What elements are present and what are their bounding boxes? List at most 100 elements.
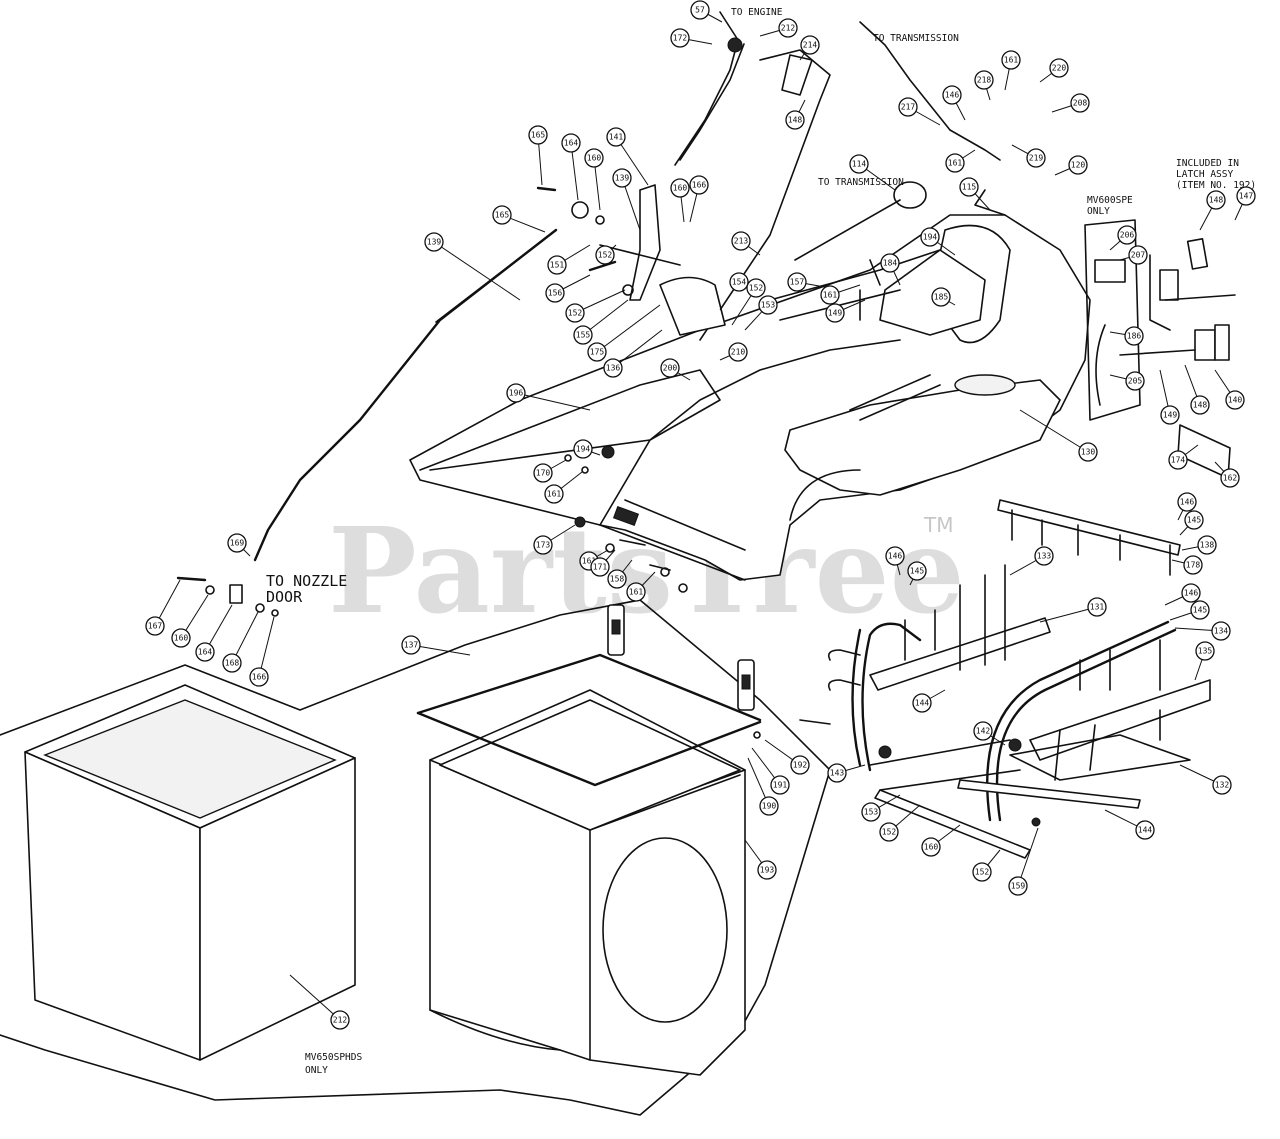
part-number: 213: [734, 237, 749, 246]
part-number: 185: [934, 293, 949, 302]
part-callout-142: 142: [973, 721, 993, 741]
part-callout-205: 205: [1125, 371, 1145, 391]
part-number: 146: [1180, 498, 1195, 507]
part-number: 170: [536, 469, 551, 478]
part-number: 161: [823, 291, 838, 300]
part-callout-184: 184: [880, 253, 900, 273]
leader-line: [410, 644, 471, 656]
part-callout-161: 161: [626, 582, 646, 602]
note-to-transmission-mid: TO TRANSMISSION: [818, 177, 904, 188]
part-callout-161: 161: [1001, 50, 1021, 70]
part-number: 152: [975, 868, 990, 877]
part-number: 160: [924, 843, 939, 852]
part-callout-146: 146: [1177, 492, 1197, 512]
part-number: 148: [788, 116, 803, 125]
part-callout-132: 132: [1212, 775, 1232, 795]
part-number: 152: [598, 251, 613, 260]
part-number: 186: [1127, 332, 1142, 341]
open-bag-box: [24, 684, 356, 1061]
right-latch-parts: [1084, 219, 1236, 479]
note-included-1: INCLUDED IN: [1176, 158, 1239, 169]
part-callout-151: 151: [547, 255, 567, 275]
part-number: 57: [695, 6, 705, 15]
part-number: 207: [1131, 251, 1146, 260]
part-callout-178: 178: [1183, 555, 1203, 575]
part-callout-144: 144: [1135, 820, 1155, 840]
part-callout-152: 152: [565, 303, 585, 323]
part-number: 166: [692, 181, 707, 190]
part-number: 161: [582, 557, 597, 566]
part-callout-153: 153: [758, 295, 778, 315]
part-callout-171: 171: [590, 557, 610, 577]
part-callout-134: 134: [1211, 621, 1231, 641]
part-callout-158: 158: [607, 569, 627, 589]
part-number: 160: [673, 184, 688, 193]
part-callout-145: 145: [1190, 600, 1210, 620]
note-model-600-2: ONLY: [1087, 206, 1110, 217]
part-number: 114: [852, 160, 867, 169]
part-number: 148: [1193, 401, 1208, 410]
note-model-650-2: ONLY: [305, 1065, 328, 1076]
part-callout-152: 152: [879, 822, 899, 842]
note-to-transmission-top: TO TRANSMISSION: [873, 33, 959, 44]
part-number: 146: [888, 552, 903, 561]
leader-line: [1019, 409, 1089, 453]
part-number: 219: [1029, 154, 1044, 163]
part-number: 190: [762, 802, 777, 811]
part-number: 160: [587, 154, 602, 163]
part-number: 155: [576, 331, 591, 340]
part-callout-165: 165: [492, 205, 512, 225]
part-number: 161: [948, 159, 963, 168]
part-callout-57: 57: [690, 0, 710, 20]
part-callout-153: 153: [861, 802, 881, 822]
part-callout-200: 200: [660, 358, 680, 378]
part-number: 131: [1090, 603, 1105, 612]
part-callout-114: 114: [849, 154, 869, 174]
part-callout-140: 140: [1225, 390, 1245, 410]
part-number: 208: [1073, 99, 1088, 108]
leader-line: [612, 329, 663, 369]
part-callout-135: 135: [1195, 641, 1215, 661]
part-number: 164: [564, 139, 579, 148]
part-number: 184: [883, 259, 898, 268]
part-callout-152: 152: [595, 245, 615, 265]
part-number: 218: [977, 76, 992, 85]
part-callout-174: 174: [1168, 450, 1188, 470]
part-number: 152: [882, 828, 897, 837]
part-number: 151: [550, 261, 565, 270]
part-number: 196: [509, 389, 524, 398]
part-number: 206: [1120, 231, 1135, 240]
part-number: 178: [1186, 561, 1201, 570]
part-number: 144: [1138, 826, 1153, 835]
part-number: 205: [1128, 377, 1143, 386]
part-callout-170: 170: [533, 463, 553, 483]
part-number: 193: [760, 866, 775, 875]
part-number: 172: [673, 34, 688, 43]
part-number: 152: [749, 284, 764, 293]
part-number: 161: [629, 588, 644, 597]
part-number: 214: [803, 41, 818, 50]
part-callout-208: 208: [1070, 93, 1090, 113]
part-number: 141: [609, 133, 624, 142]
part-number: 159: [1011, 882, 1026, 891]
part-callout-148: 148: [1206, 190, 1226, 210]
part-number: 200: [663, 364, 678, 373]
part-number: 136: [606, 364, 621, 373]
part-number: 192: [793, 761, 808, 770]
part-number: 132: [1215, 781, 1230, 790]
leader-line: [596, 304, 661, 353]
part-number: 161: [547, 490, 562, 499]
part-callout-212: 212: [330, 1010, 350, 1030]
part-callout-146: 146: [1181, 583, 1201, 603]
part-callout-213: 213: [731, 231, 751, 251]
frame-rails: [827, 499, 1211, 859]
part-number: 162: [1223, 474, 1238, 483]
part-callout-207: 207: [1128, 245, 1148, 265]
part-callout-160: 160: [670, 178, 690, 198]
part-callout-145: 145: [1184, 510, 1204, 530]
part-callout-191: 191: [770, 775, 790, 795]
part-callout-157: 157: [787, 272, 807, 292]
part-callout-212: 212: [778, 18, 798, 38]
